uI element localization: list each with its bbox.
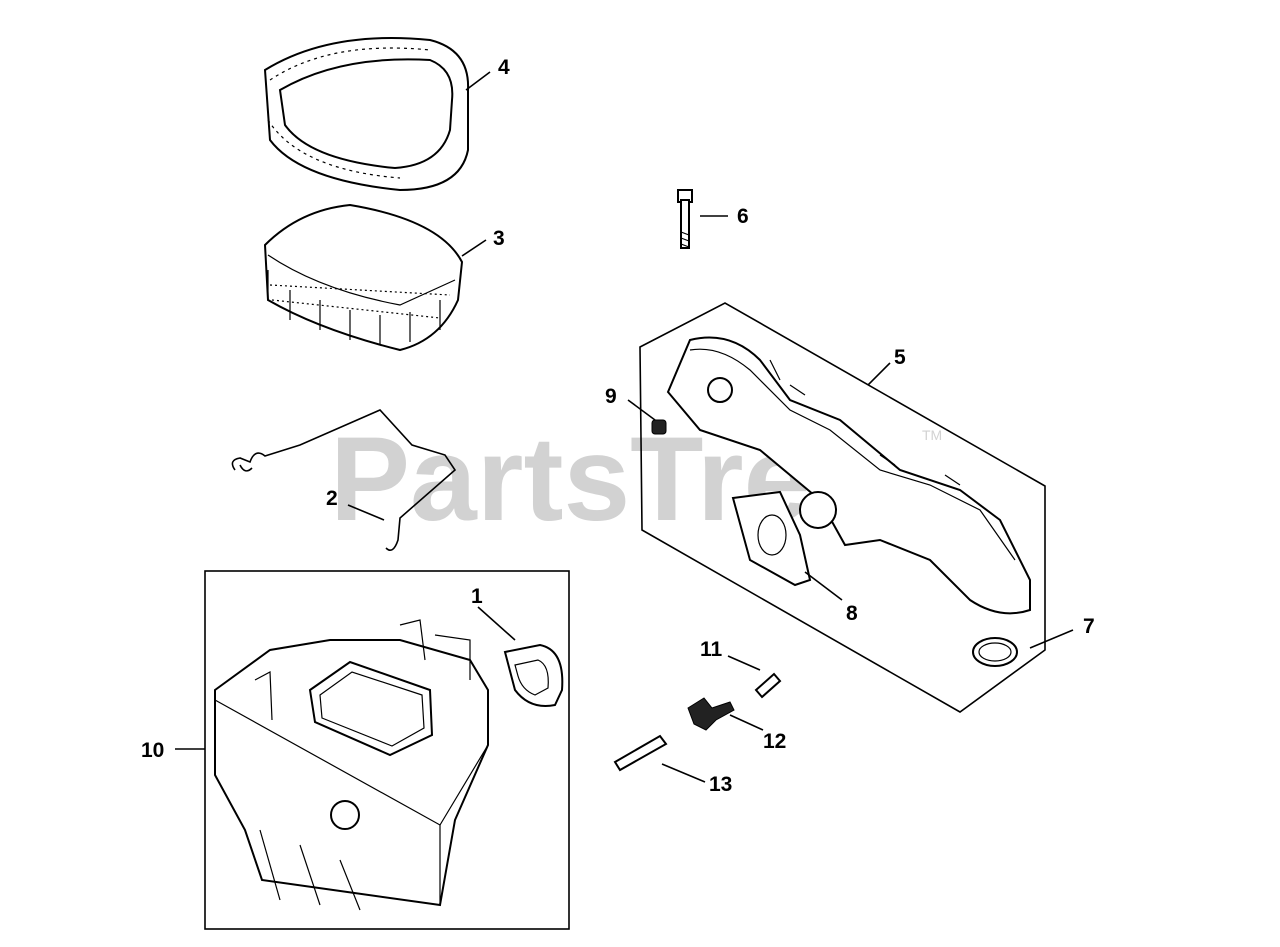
leader-11	[727, 655, 761, 671]
part-8-gasket[interactable]	[731, 490, 812, 587]
callout-4[interactable]: 4	[498, 56, 510, 79]
callout-6[interactable]: 6	[737, 205, 749, 228]
part-5-intake-manifold[interactable]	[666, 336, 1031, 615]
part-13-rod[interactable]	[613, 734, 668, 772]
leader-8	[804, 571, 843, 601]
callout-3[interactable]: 3	[493, 227, 505, 250]
leader-4	[465, 71, 491, 91]
part-1-gasket[interactable]	[503, 643, 564, 707]
part-6-bolt[interactable]	[677, 189, 693, 249]
part-4-precleaner[interactable]	[263, 37, 470, 192]
callout-8[interactable]: 8	[846, 602, 858, 625]
part-11-pin[interactable]	[754, 672, 782, 699]
callout-9[interactable]: 9	[605, 385, 617, 408]
part-3-air-filter[interactable]	[263, 203, 464, 352]
leader-13	[661, 763, 706, 783]
callout-1[interactable]: 1	[471, 585, 483, 608]
leader-3	[461, 239, 487, 257]
part-9-fitting[interactable]	[651, 419, 667, 435]
callout-12[interactable]: 12	[763, 730, 786, 753]
callout-2[interactable]: 2	[326, 487, 338, 510]
leader-2	[347, 504, 385, 521]
callout-11[interactable]: 11	[700, 638, 723, 661]
part-10-box	[204, 570, 570, 930]
leader-12	[729, 714, 764, 731]
leader-5	[867, 362, 891, 386]
callout-13[interactable]: 13	[709, 773, 732, 796]
part-2-retaining-wire[interactable]	[231, 409, 457, 551]
part-5-box	[639, 302, 1046, 713]
callout-7[interactable]: 7	[1083, 615, 1095, 638]
leader-1	[477, 606, 516, 641]
callout-10[interactable]: 10	[141, 739, 164, 762]
part-7-o-ring[interactable]	[972, 637, 1018, 667]
leader-9	[627, 399, 656, 421]
part-12-linkage[interactable]	[687, 697, 735, 731]
leader-7	[1029, 629, 1074, 649]
callout-5[interactable]: 5	[894, 346, 906, 369]
watermark-trademark: TM	[922, 427, 942, 443]
part-10-air-cleaner-base[interactable]	[214, 619, 489, 911]
